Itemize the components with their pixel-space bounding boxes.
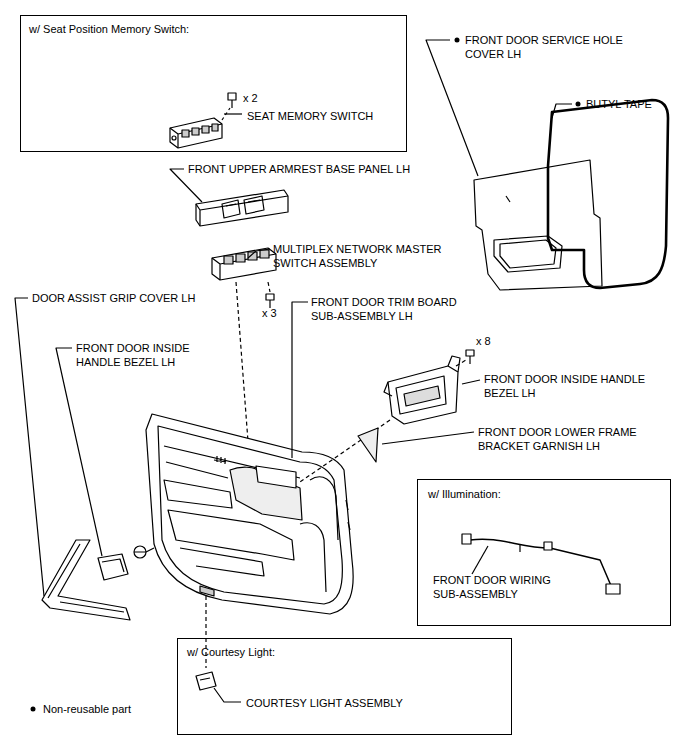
part-name: FRONT DOOR SERVICE HOLE COVER LH [465,33,650,61]
inside-handle-bezel-bracket [384,356,460,424]
part-name: FRONT DOOR INSIDE HANDLE BEZEL LH [76,341,216,369]
inside-handle-bezel [98,554,128,580]
legend-mark [31,707,36,712]
leader-line [224,113,242,114]
leader-line [214,688,241,702]
assist-grip-cover [42,540,130,620]
butyl-tape [548,100,668,288]
part-name: BUTYL TAPE [586,97,652,111]
legend-text: Non-reusable part [43,702,131,716]
part-name: FRONT DOOR LOWER FRAME BRACKET GARNISH L… [478,425,668,453]
screw [228,93,236,108]
non-reusable-mark [576,102,581,107]
screw [466,350,474,364]
variant-box: w/ Illumination: FRONT DOOR WIRING SUB-AS… [417,479,671,626]
screw [266,294,274,308]
quantity: x 3 [262,306,277,320]
part-name: SEAT MEMORY SWITCH [247,109,373,123]
leader-line [426,40,478,176]
part-name: FRONT DOOR TRIM BOARD SUB-ASSEMBLY LH [311,295,481,323]
bracket-garnish [358,428,378,462]
quantity: x 2 [243,91,258,105]
clip [134,546,154,558]
leader-line [248,249,270,258]
box-heading: w/ Seat Position Memory Switch: [29,22,189,36]
non-reusable-mark [455,38,460,43]
seat-memory-switch [170,118,222,148]
leader-line [56,348,102,556]
leader-line [382,432,474,444]
leader-line [472,546,488,574]
leader-line [292,302,308,458]
variant-box: w/ Seat Position Memory Switch: x 2 SEAT M… [20,15,407,152]
part-name: DOOR ASSIST GRIP COVER LH [32,291,195,305]
variant-box: w/ Courtesy Light: COURTESY LIGHT ASSEMBL… [177,638,512,735]
leader-line [462,380,480,384]
part-name: COURTESY LIGHT ASSEMBLY [246,696,403,710]
dashed-line [300,360,466,482]
part-name: FRONT DOOR WIRING SUB-ASSEMBLY [433,573,573,601]
part-name: MULTIPLEX NETWORK MASTER SWITCH ASSEMBLY [273,242,463,270]
quantity: x 8 [476,334,491,348]
box-heading: w/ Illumination: [428,487,501,501]
box-heading: w/ Courtesy Light: [187,645,275,659]
part-name: FRONT UPPER ARMREST BASE PANEL LH [188,162,410,176]
part-name: FRONT DOOR INSIDE HANDLE BEZEL LH [484,372,676,400]
leader-line [552,104,572,118]
master-switch [212,248,276,280]
door-trim-board [146,414,353,614]
armrest-base-panel [196,190,288,226]
courtesy-light [196,672,216,690]
leader-line [15,298,44,596]
